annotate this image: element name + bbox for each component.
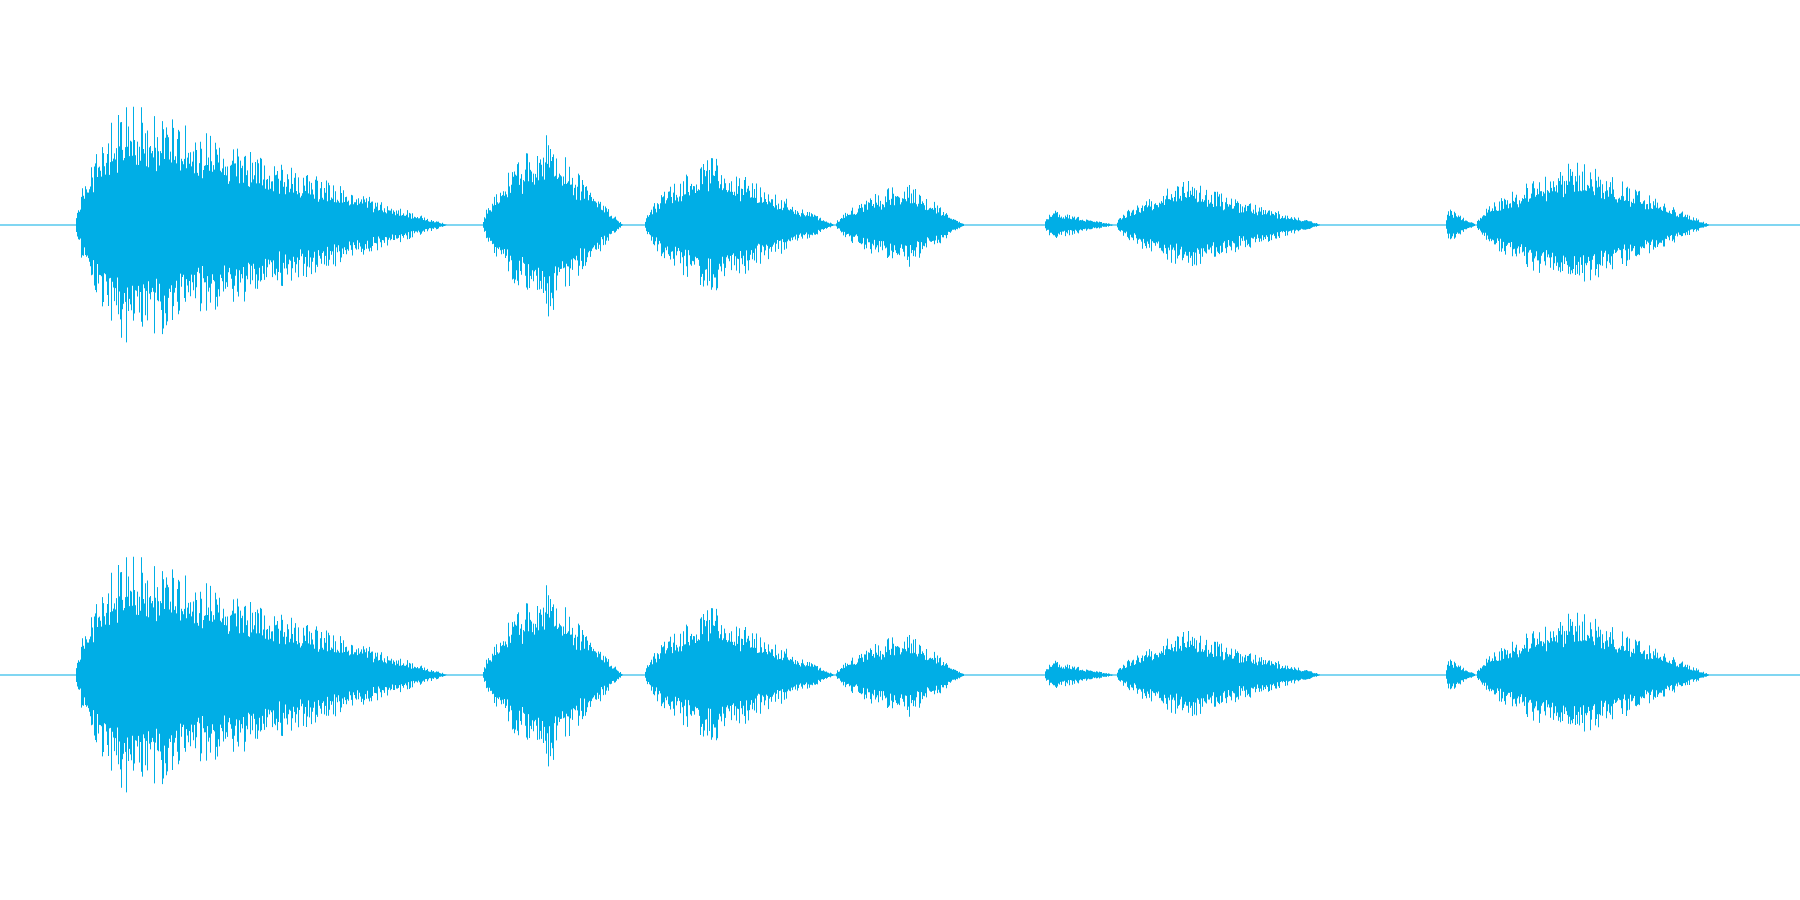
waveform-samples (76, 556, 1709, 793)
waveform-samples (76, 106, 1709, 343)
channel-2-waveform (0, 556, 1800, 793)
channel-1-waveform (0, 106, 1800, 343)
